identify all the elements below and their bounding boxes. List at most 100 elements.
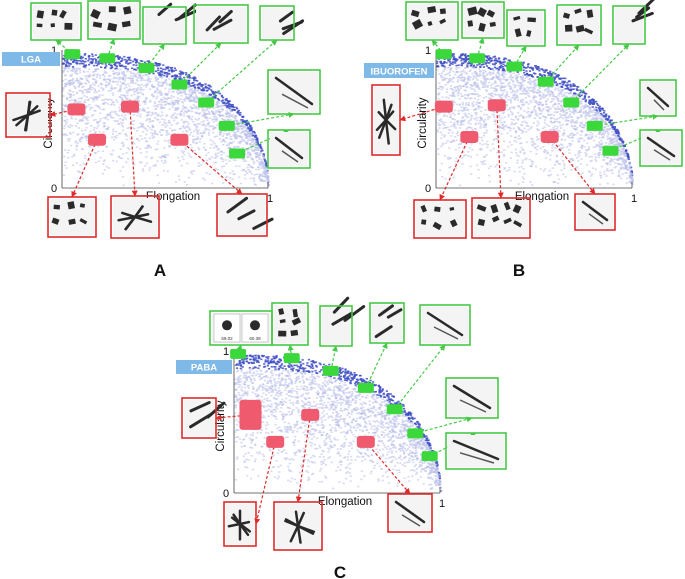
density-point bbox=[176, 93, 180, 96]
density-point bbox=[461, 58, 464, 61]
density-point bbox=[70, 75, 73, 77]
density-point bbox=[499, 67, 502, 69]
density-point bbox=[557, 99, 560, 102]
density-point bbox=[170, 102, 173, 104]
density-point bbox=[191, 77, 194, 79]
density-point bbox=[74, 86, 77, 89]
density-point bbox=[439, 61, 442, 64]
density-point bbox=[227, 144, 230, 147]
interior-marker bbox=[67, 103, 86, 116]
density-point bbox=[162, 121, 166, 124]
density-point bbox=[157, 69, 160, 72]
density-point bbox=[543, 89, 546, 92]
density-point bbox=[502, 111, 506, 114]
density-point bbox=[189, 171, 192, 173]
density-point bbox=[527, 94, 530, 97]
density-point bbox=[192, 89, 195, 92]
density-point bbox=[603, 121, 607, 123]
density-point bbox=[192, 135, 195, 138]
density-point bbox=[195, 125, 199, 128]
density-point bbox=[153, 64, 156, 67]
density-point bbox=[500, 133, 503, 135]
density-point bbox=[148, 118, 151, 120]
density-point bbox=[131, 77, 134, 80]
density-point bbox=[488, 180, 491, 183]
density-point bbox=[151, 113, 155, 115]
density-point bbox=[486, 84, 489, 87]
density-point bbox=[474, 127, 477, 130]
density-point bbox=[71, 124, 74, 127]
density-point bbox=[577, 141, 581, 143]
density-point bbox=[98, 130, 101, 133]
density-point bbox=[121, 73, 124, 75]
density-point bbox=[69, 69, 73, 72]
density-point bbox=[504, 85, 507, 87]
density-point bbox=[239, 132, 242, 135]
density-point bbox=[193, 86, 196, 88]
density-point bbox=[233, 120, 236, 123]
density-point bbox=[120, 114, 124, 117]
density-point bbox=[509, 127, 513, 130]
density-point bbox=[473, 70, 477, 73]
density-point bbox=[491, 95, 495, 98]
density-point bbox=[200, 135, 204, 138]
density-point bbox=[186, 84, 189, 86]
density-point bbox=[169, 97, 173, 99]
density-point bbox=[254, 152, 257, 155]
density-point bbox=[503, 168, 506, 170]
density-point bbox=[519, 151, 522, 154]
density-point bbox=[187, 110, 190, 113]
density-point bbox=[194, 79, 197, 82]
density-point bbox=[191, 92, 194, 95]
density-point bbox=[67, 125, 70, 128]
density-point bbox=[157, 81, 160, 83]
density-point bbox=[195, 126, 198, 129]
density-point bbox=[629, 168, 632, 170]
density-point bbox=[222, 165, 226, 167]
inset-frame bbox=[142, 6, 187, 45]
density-point bbox=[149, 99, 152, 102]
crystal-rod bbox=[278, 10, 295, 23]
density-point bbox=[485, 96, 488, 98]
density-point bbox=[189, 85, 193, 87]
density-point bbox=[449, 62, 452, 65]
density-point bbox=[142, 109, 145, 111]
density-point bbox=[76, 122, 79, 125]
density-point bbox=[81, 91, 84, 93]
density-point bbox=[78, 80, 81, 83]
density-point bbox=[178, 90, 182, 92]
density-point bbox=[145, 115, 148, 117]
density-point bbox=[616, 154, 620, 157]
density-point bbox=[163, 74, 166, 77]
density-point bbox=[537, 103, 540, 106]
density-point bbox=[489, 72, 492, 75]
density-point bbox=[95, 64, 99, 67]
density-point bbox=[583, 95, 587, 97]
density-point bbox=[541, 127, 545, 130]
density-point bbox=[78, 138, 81, 140]
density-point bbox=[67, 62, 71, 65]
density-point bbox=[205, 86, 209, 89]
density-point bbox=[462, 151, 465, 154]
density-point bbox=[587, 170, 591, 173]
density-point bbox=[539, 91, 542, 94]
density-point bbox=[470, 88, 473, 90]
density-point bbox=[485, 113, 489, 116]
density-point bbox=[508, 82, 511, 84]
density-point bbox=[208, 121, 211, 124]
density-point bbox=[239, 114, 242, 116]
density-point bbox=[547, 110, 550, 113]
density-point bbox=[88, 88, 91, 91]
density-point bbox=[178, 77, 181, 80]
density-point bbox=[95, 97, 99, 99]
density-point bbox=[438, 127, 441, 129]
density-point bbox=[190, 99, 193, 101]
density-point bbox=[103, 159, 106, 161]
density-point bbox=[469, 76, 472, 79]
density-point bbox=[442, 62, 446, 64]
density-point bbox=[484, 81, 488, 84]
density-point bbox=[73, 102, 76, 104]
density-point bbox=[116, 80, 119, 83]
density-point bbox=[129, 77, 132, 80]
density-point bbox=[164, 92, 167, 95]
